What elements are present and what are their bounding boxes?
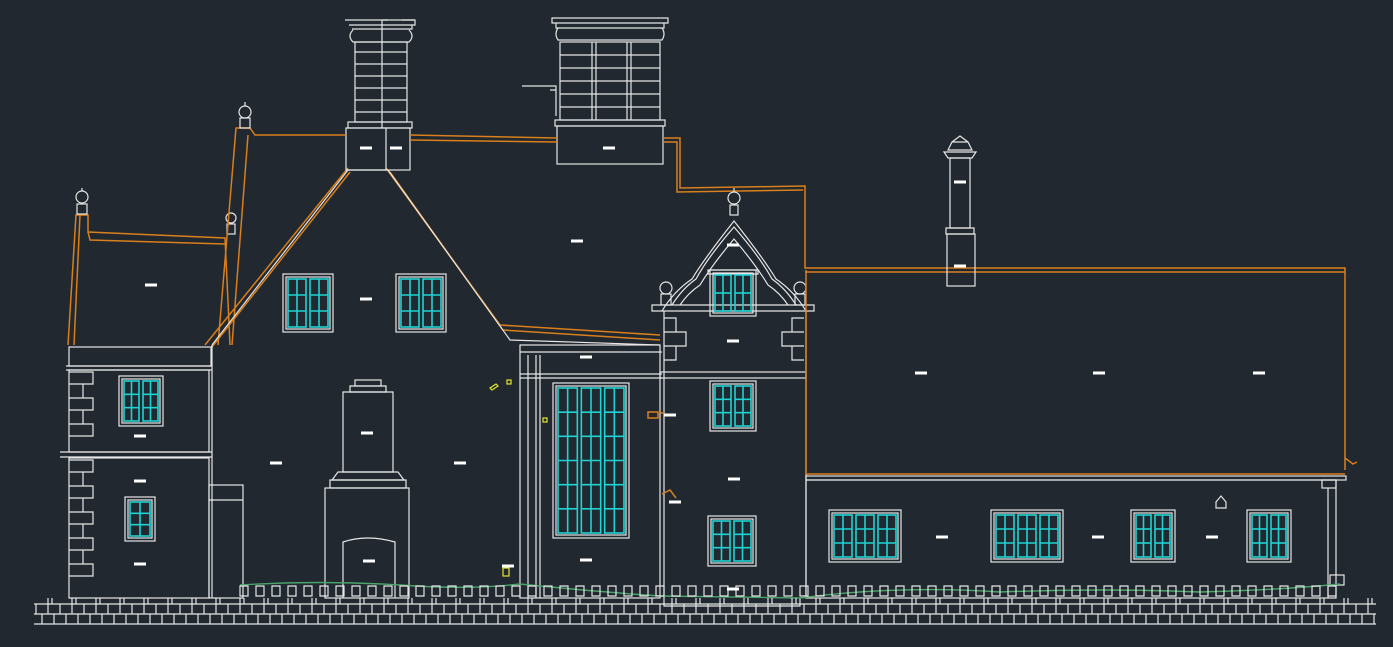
left-wing [60, 188, 244, 599]
annotation-markers [489, 379, 677, 577]
window [828, 509, 902, 563]
chimney-center [409, 17, 1346, 470]
tag-mark [134, 479, 146, 483]
tag-mark [145, 283, 157, 287]
tag-mark [580, 558, 592, 562]
tag-mark [270, 461, 282, 465]
window [707, 515, 757, 567]
window [395, 273, 447, 333]
tag-mark [390, 146, 402, 150]
right-chimney [942, 135, 978, 287]
windows-layer [118, 269, 1292, 567]
window [709, 380, 757, 432]
brick-plinth [34, 585, 1376, 625]
tag-mark [360, 297, 372, 301]
tag-mark [1093, 371, 1105, 375]
tag-mark [1206, 535, 1218, 539]
tag-mark [134, 562, 146, 566]
window [552, 382, 630, 539]
tag-mark [727, 339, 739, 343]
tag-mark [502, 564, 514, 568]
tag-mark [727, 587, 739, 591]
left-quoins [69, 371, 94, 577]
tag-mark [728, 477, 740, 481]
tag-mark [664, 413, 676, 417]
chimney-breast [324, 379, 410, 599]
finial-gable [238, 102, 252, 129]
tag-mark [360, 146, 372, 150]
tag-mark [580, 355, 592, 359]
tag-mark [669, 500, 681, 504]
tag-mark [361, 431, 373, 435]
finial-left [75, 188, 89, 215]
tag-mark [1092, 535, 1104, 539]
tag-mark [954, 264, 966, 268]
tag-mark [571, 239, 583, 243]
tag-mark [936, 535, 948, 539]
window [709, 269, 757, 317]
tag-mark [603, 146, 615, 150]
tag-mark [727, 243, 739, 247]
central-wall [519, 344, 662, 599]
tag-mark [1253, 371, 1265, 375]
tower-finial-left [659, 281, 673, 306]
tag-mark [363, 559, 375, 563]
right-wing [805, 135, 1358, 599]
window [124, 496, 156, 542]
window [1246, 509, 1292, 563]
window [990, 509, 1064, 563]
annotation-tags [134, 146, 1265, 591]
window [1130, 509, 1176, 563]
center-tower [651, 188, 815, 607]
tag-mark [954, 180, 966, 184]
chimney-left [345, 19, 416, 129]
tag-mark [915, 371, 927, 375]
main-gable [204, 102, 661, 598]
tag-mark [454, 461, 466, 465]
window [118, 375, 164, 427]
tag-mark [134, 434, 146, 438]
window [282, 273, 334, 333]
